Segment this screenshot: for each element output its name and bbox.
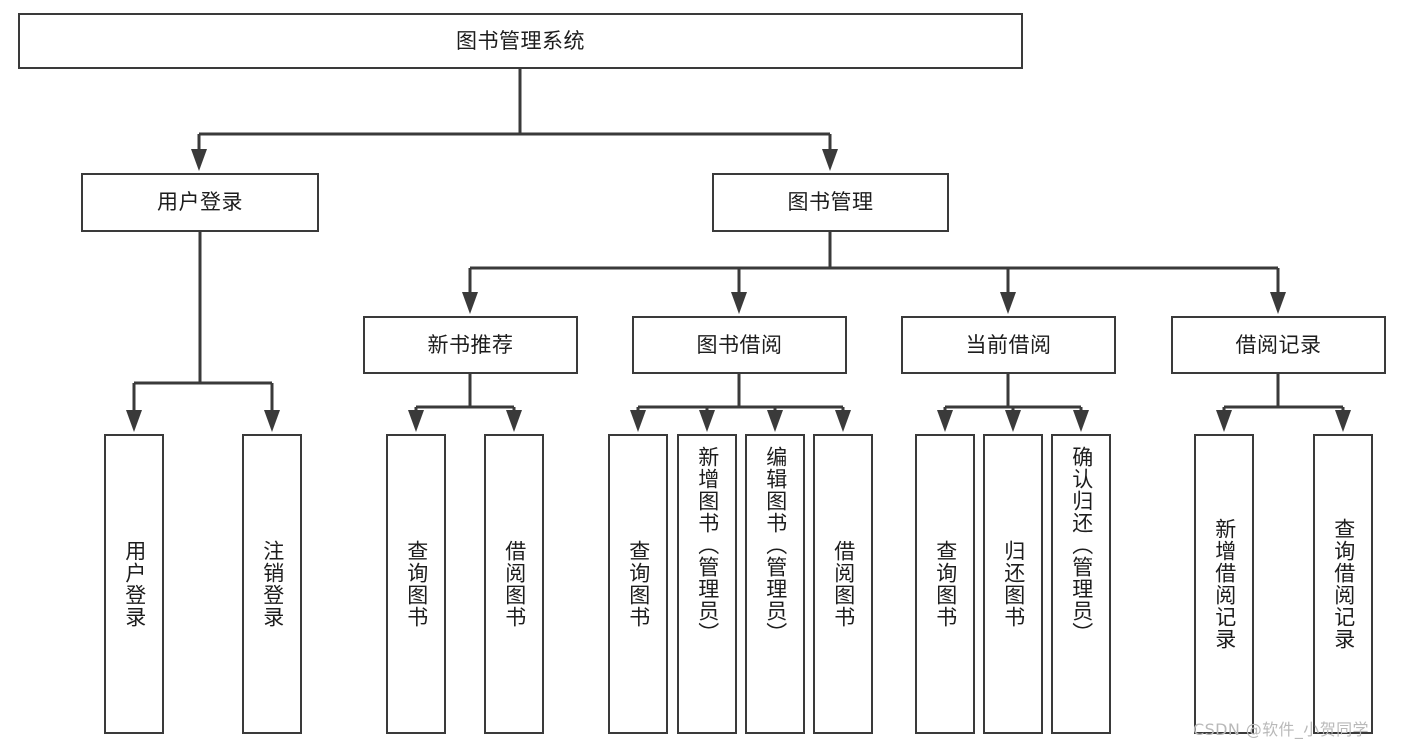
arrowhead-bookmanage-to-level2-0 [462, 292, 478, 314]
arrowhead-borrowrecord-to-leaves-0 [1216, 410, 1232, 432]
node-label-leaf-current-query-book: 查询图书 [933, 540, 958, 628]
node-leaf-rec-query-book[interactable]: 查询图书 [386, 434, 446, 734]
arrowhead-bookmanage-to-level2-1 [731, 292, 747, 314]
node-label-user-login: 用户登录 [157, 190, 243, 215]
arrowhead-borrowrecord-to-leaves-1 [1335, 410, 1351, 432]
node-label-borrow-record: 借阅记录 [1235, 332, 1322, 357]
node-leaf-user-logout[interactable]: 注销登录 [242, 434, 302, 734]
node-label-leaf-rec-query-book: 查询图书 [404, 540, 429, 628]
connector-userlogin-to-leaves [126, 232, 280, 432]
node-label-leaf-borrow-add-book: 新增图书（管理员） [695, 446, 720, 644]
arrowhead-bookborrow-to-leaves-3 [835, 410, 851, 432]
node-label-current-borrow: 当前借阅 [965, 332, 1052, 357]
arrowhead-bookmanage-to-level2-3 [1270, 292, 1286, 314]
node-book-manage[interactable]: 图书管理 [712, 173, 949, 232]
node-label-leaf-current-confirm-return: 确认归还（管理员） [1069, 446, 1094, 644]
arrowhead-root-to-level1-1 [822, 149, 838, 171]
arrowhead-userlogin-to-leaves-0 [126, 410, 142, 432]
arrowhead-bookborrow-to-leaves-1 [699, 410, 715, 432]
connector-root-to-level1 [191, 69, 838, 171]
node-leaf-record-query[interactable]: 查询借阅记录 [1313, 434, 1373, 734]
node-current-borrow[interactable]: 当前借阅 [901, 316, 1116, 374]
node-label-leaf-borrow-query-book: 查询图书 [626, 540, 651, 628]
arrowhead-currentborrow-to-leaves-2 [1073, 410, 1089, 432]
node-leaf-borrow-edit-book[interactable]: 编辑图书（管理员） [745, 434, 805, 734]
node-leaf-borrow-query-book[interactable]: 查询图书 [608, 434, 668, 734]
node-leaf-rec-borrow-book[interactable]: 借阅图书 [484, 434, 544, 734]
arrowhead-bookborrow-to-leaves-2 [767, 410, 783, 432]
node-label-leaf-user-logout: 注销登录 [260, 540, 285, 628]
arrowhead-userlogin-to-leaves-1 [264, 410, 280, 432]
node-label-root: 图书管理系统 [456, 28, 585, 53]
connector-bookmanage-to-level2 [462, 232, 1286, 314]
arrowhead-newbookrec-to-leaves-0 [408, 410, 424, 432]
node-user-login[interactable]: 用户登录 [81, 173, 319, 232]
arrowhead-currentborrow-to-leaves-1 [1005, 410, 1021, 432]
node-label-leaf-borrow-edit-book: 编辑图书（管理员） [763, 446, 788, 644]
node-leaf-current-return-book[interactable]: 归还图书 [983, 434, 1043, 734]
node-leaf-borrow-borrow-book[interactable]: 借阅图书 [813, 434, 873, 734]
csdn-watermark: CSDN @软件_小贺同学 [1193, 720, 1369, 739]
node-new-book-rec[interactable]: 新书推荐 [363, 316, 578, 374]
node-leaf-borrow-add-book[interactable]: 新增图书（管理员） [677, 434, 737, 734]
arrowhead-bookmanage-to-level2-2 [1000, 292, 1016, 314]
node-label-leaf-user-login: 用户登录 [122, 540, 147, 628]
node-leaf-current-confirm-return[interactable]: 确认归还（管理员） [1051, 434, 1111, 734]
connector-currentborrow-to-leaves [937, 374, 1089, 432]
node-label-book-manage: 图书管理 [787, 190, 874, 215]
arrowhead-bookborrow-to-leaves-0 [630, 410, 646, 432]
arrowhead-root-to-level1-0 [191, 149, 207, 171]
node-leaf-user-login[interactable]: 用户登录 [104, 434, 164, 734]
node-root[interactable]: 图书管理系统 [18, 13, 1023, 69]
connector-bookborrow-to-leaves [630, 374, 851, 432]
node-book-borrow[interactable]: 图书借阅 [632, 316, 847, 374]
node-label-leaf-record-add: 新增借阅记录 [1212, 518, 1237, 650]
node-label-book-borrow: 图书借阅 [696, 332, 783, 357]
arrowhead-newbookrec-to-leaves-1 [506, 410, 522, 432]
node-label-leaf-current-return-book: 归还图书 [1001, 540, 1026, 628]
node-label-leaf-rec-borrow-book: 借阅图书 [502, 540, 527, 628]
node-leaf-current-query-book[interactable]: 查询图书 [915, 434, 975, 734]
connector-newbookrec-to-leaves [408, 374, 522, 432]
node-label-new-book-rec: 新书推荐 [427, 332, 514, 357]
arrowhead-currentborrow-to-leaves-0 [937, 410, 953, 432]
node-label-leaf-borrow-borrow-book: 借阅图书 [831, 540, 856, 628]
node-leaf-record-add[interactable]: 新增借阅记录 [1194, 434, 1254, 734]
node-borrow-record[interactable]: 借阅记录 [1171, 316, 1386, 374]
node-label-leaf-record-query: 查询借阅记录 [1331, 518, 1356, 650]
connector-borrowrecord-to-leaves [1216, 374, 1351, 432]
